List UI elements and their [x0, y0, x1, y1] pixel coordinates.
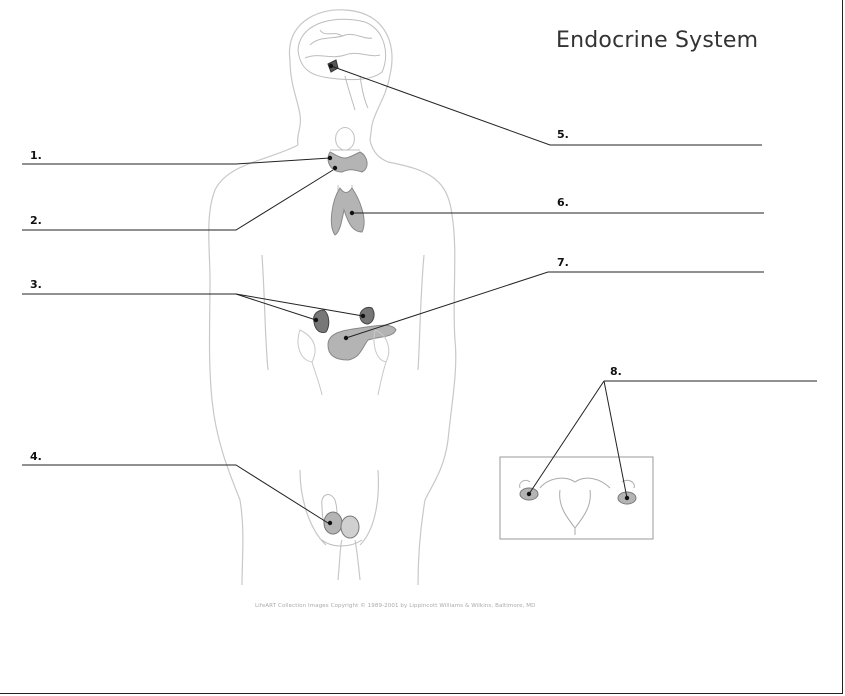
leader-lines	[22, 66, 817, 523]
label-8: 8.	[610, 365, 622, 378]
brain-outline	[298, 19, 386, 110]
organ-thymus	[331, 188, 364, 235]
label-5: 5.	[557, 128, 569, 141]
copyright-notice: LifeART Collection Images Copyright © 19…	[255, 603, 535, 609]
label-2: 2.	[30, 214, 42, 227]
organ-testes	[322, 495, 362, 546]
label-4: 4.	[30, 450, 42, 463]
label-7: 7.	[557, 256, 569, 269]
label-3: 3.	[30, 278, 42, 291]
ovary-inset	[500, 457, 653, 539]
label-6: 6.	[557, 196, 569, 209]
pointer-dots	[314, 64, 629, 525]
organ-pancreas	[328, 325, 396, 360]
label-1: 1.	[30, 149, 42, 162]
